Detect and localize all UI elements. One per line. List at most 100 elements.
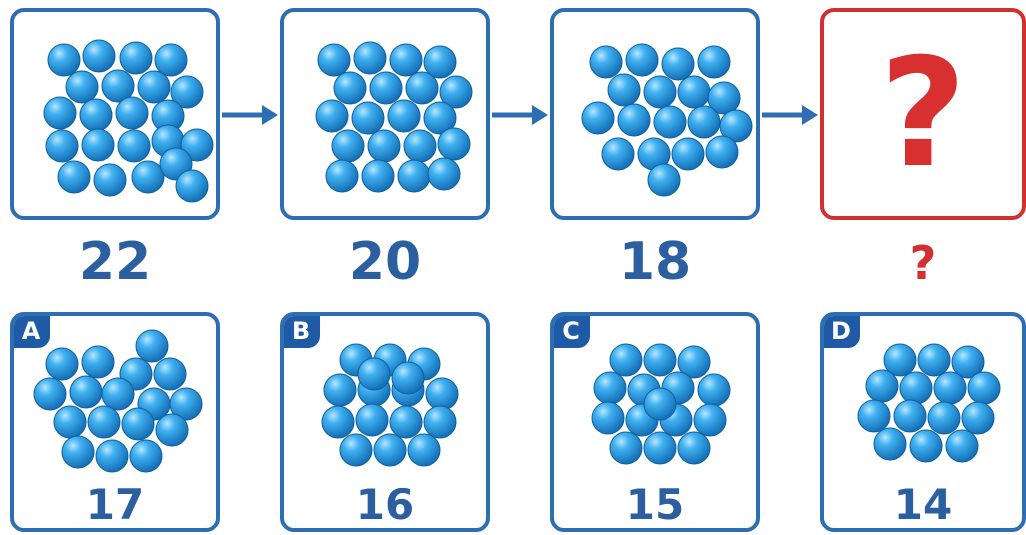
- ball: [866, 370, 898, 402]
- sequence-count-2: 20: [280, 236, 490, 288]
- ball: [610, 344, 642, 376]
- ball: [324, 374, 356, 406]
- ball: [662, 48, 694, 80]
- ball: [672, 138, 704, 170]
- ball-cluster-22: [14, 12, 220, 220]
- ball: [326, 160, 358, 192]
- ball: [404, 130, 436, 162]
- ball: [698, 374, 730, 406]
- ball: [946, 430, 978, 462]
- option-b[interactable]: B 16: [280, 312, 490, 532]
- ball: [358, 358, 390, 390]
- ball: [582, 102, 614, 134]
- option-d[interactable]: D 14: [820, 312, 1026, 532]
- ball: [102, 378, 134, 410]
- ball: [590, 46, 622, 78]
- ball: [96, 440, 128, 472]
- sequence-count-1: 22: [10, 236, 220, 288]
- ball-cluster-20: [284, 12, 490, 220]
- ball: [654, 106, 686, 138]
- ball: [610, 432, 642, 464]
- ball: [70, 376, 102, 408]
- option-count: 15: [554, 484, 756, 526]
- ball: [354, 42, 386, 74]
- ball: [894, 400, 926, 432]
- ball: [82, 346, 114, 378]
- ball: [44, 97, 76, 129]
- ball: [318, 44, 350, 76]
- ball: [374, 434, 406, 466]
- ball: [370, 72, 402, 104]
- ball: [900, 372, 932, 404]
- option-count: 17: [14, 484, 216, 526]
- ball: [352, 102, 384, 134]
- question-mark-icon: ?: [824, 12, 1022, 216]
- ball: [426, 378, 458, 410]
- ball: [874, 428, 906, 460]
- ball: [83, 40, 115, 72]
- ball: [94, 164, 126, 196]
- ball: [968, 372, 1000, 404]
- arrow-right-icon: [760, 100, 820, 130]
- ball: [122, 408, 154, 440]
- ball: [406, 72, 438, 104]
- ball: [154, 358, 186, 390]
- ball: [928, 402, 960, 434]
- ball: [910, 430, 942, 462]
- ball: [136, 330, 168, 362]
- ball: [390, 406, 422, 438]
- option-count: 14: [824, 484, 1022, 526]
- ball: [688, 106, 720, 138]
- ball: [698, 46, 730, 78]
- ball: [332, 130, 364, 162]
- ball: [156, 414, 188, 446]
- option-a[interactable]: A 17: [10, 312, 220, 532]
- ball: [356, 404, 388, 436]
- ball: [694, 404, 726, 436]
- sequence-count-3: 18: [550, 236, 760, 288]
- sequence-box-2: [280, 8, 490, 220]
- ball: [334, 72, 366, 104]
- ball: [176, 170, 208, 202]
- ball: [644, 76, 676, 108]
- sequence-count-unknown: ?: [818, 240, 1026, 286]
- ball: [155, 44, 187, 76]
- ball: [116, 97, 148, 129]
- ball: [390, 44, 422, 76]
- ball: [644, 388, 676, 420]
- sequence-box-3: [550, 8, 760, 220]
- ball: [48, 44, 80, 76]
- ball: [388, 100, 420, 132]
- ball: [594, 372, 626, 404]
- option-count: 16: [284, 484, 486, 526]
- ball: [648, 164, 680, 196]
- ball: [398, 160, 430, 192]
- ball: [138, 71, 170, 103]
- ball: [120, 42, 152, 74]
- ball: [962, 402, 994, 434]
- ball: [362, 160, 394, 192]
- ball: [62, 436, 94, 468]
- ball: [322, 406, 354, 438]
- option-c[interactable]: C 15: [550, 312, 760, 532]
- ball: [678, 432, 710, 464]
- ball: [644, 344, 676, 376]
- ball: [858, 400, 890, 432]
- arrow-right-icon: [220, 100, 280, 130]
- ball: [618, 104, 650, 136]
- ball: [66, 71, 98, 103]
- sequence-box-1: [10, 8, 220, 220]
- ball: [608, 74, 640, 106]
- ball: [408, 434, 440, 466]
- ball: [340, 434, 372, 466]
- ball: [392, 362, 424, 394]
- ball: [918, 344, 950, 376]
- ball: [368, 130, 400, 162]
- ball: [602, 138, 634, 170]
- ball: [316, 100, 348, 132]
- ball: [46, 348, 78, 380]
- ball: [54, 406, 86, 438]
- ball: [58, 161, 90, 193]
- ball: [438, 128, 470, 160]
- sequence-box-unknown: ?: [820, 8, 1026, 220]
